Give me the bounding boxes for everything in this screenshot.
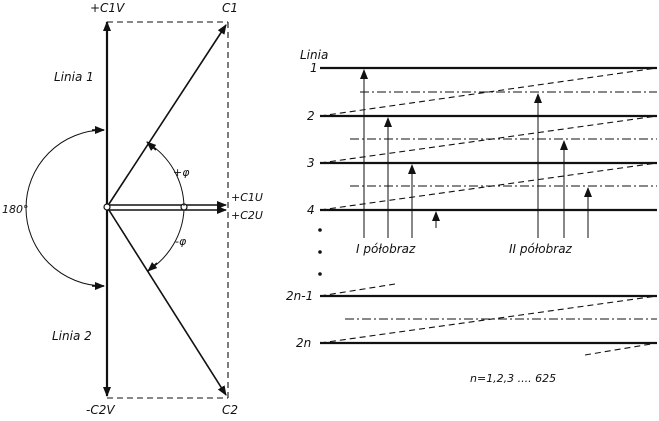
label-line2: Linia 2 (52, 329, 92, 343)
row-label-2: 2 (307, 109, 315, 123)
ellipsis-dot-3 (318, 272, 322, 276)
label-c2v: -C2V (86, 403, 115, 417)
label-c1v: +C1V (90, 1, 125, 15)
vector-c1 (106, 24, 227, 208)
interlace-diagram: Linia 1 2 3 4 2n-1 2n I półobraz II póło… (286, 48, 658, 385)
retrace-5 (319, 295, 658, 344)
arc-180 (25, 129, 105, 287)
retrace-4 (319, 283, 396, 297)
vector-c2 (106, 206, 227, 396)
retrace-2 (319, 115, 658, 164)
phi-pos-arrow (146, 141, 157, 151)
row-label-2n: 2n (296, 336, 311, 350)
origin-point (103, 203, 111, 211)
label-phi-neg: -φ (175, 235, 187, 248)
retrace-3 (319, 162, 658, 211)
label-field1: I półobraz (356, 242, 416, 256)
label-c1: C1 (222, 1, 238, 15)
row-label-4: 4 (307, 203, 315, 217)
label-c2u: +C2U (231, 209, 263, 222)
phi-neg-arrow (147, 262, 158, 272)
label-formula: n=1,2,3 .... 625 (470, 372, 556, 385)
ellipsis-dot-1 (318, 228, 322, 232)
row-label-3: 3 (307, 156, 315, 170)
label-field2: II półobraz (509, 242, 573, 256)
label-angle: 180° (2, 203, 29, 216)
label-c2: C2 (222, 403, 238, 417)
vector-diagram: +C1V C1 -C2V C2 +C1U +C2U +φ -φ 180° Lin… (2, 1, 263, 417)
label-c1u: +C1U (231, 191, 263, 204)
label-linia: Linia (300, 48, 328, 62)
retrace-1 (319, 67, 658, 117)
label-phi-pos: +φ (173, 166, 190, 179)
ellipsis-dot-2 (318, 250, 322, 254)
label-line1: Linia 1 (54, 70, 94, 84)
row-label-1: 1 (310, 61, 318, 75)
retrace-6 (584, 342, 658, 356)
row-label-2n-1: 2n-1 (286, 289, 313, 303)
